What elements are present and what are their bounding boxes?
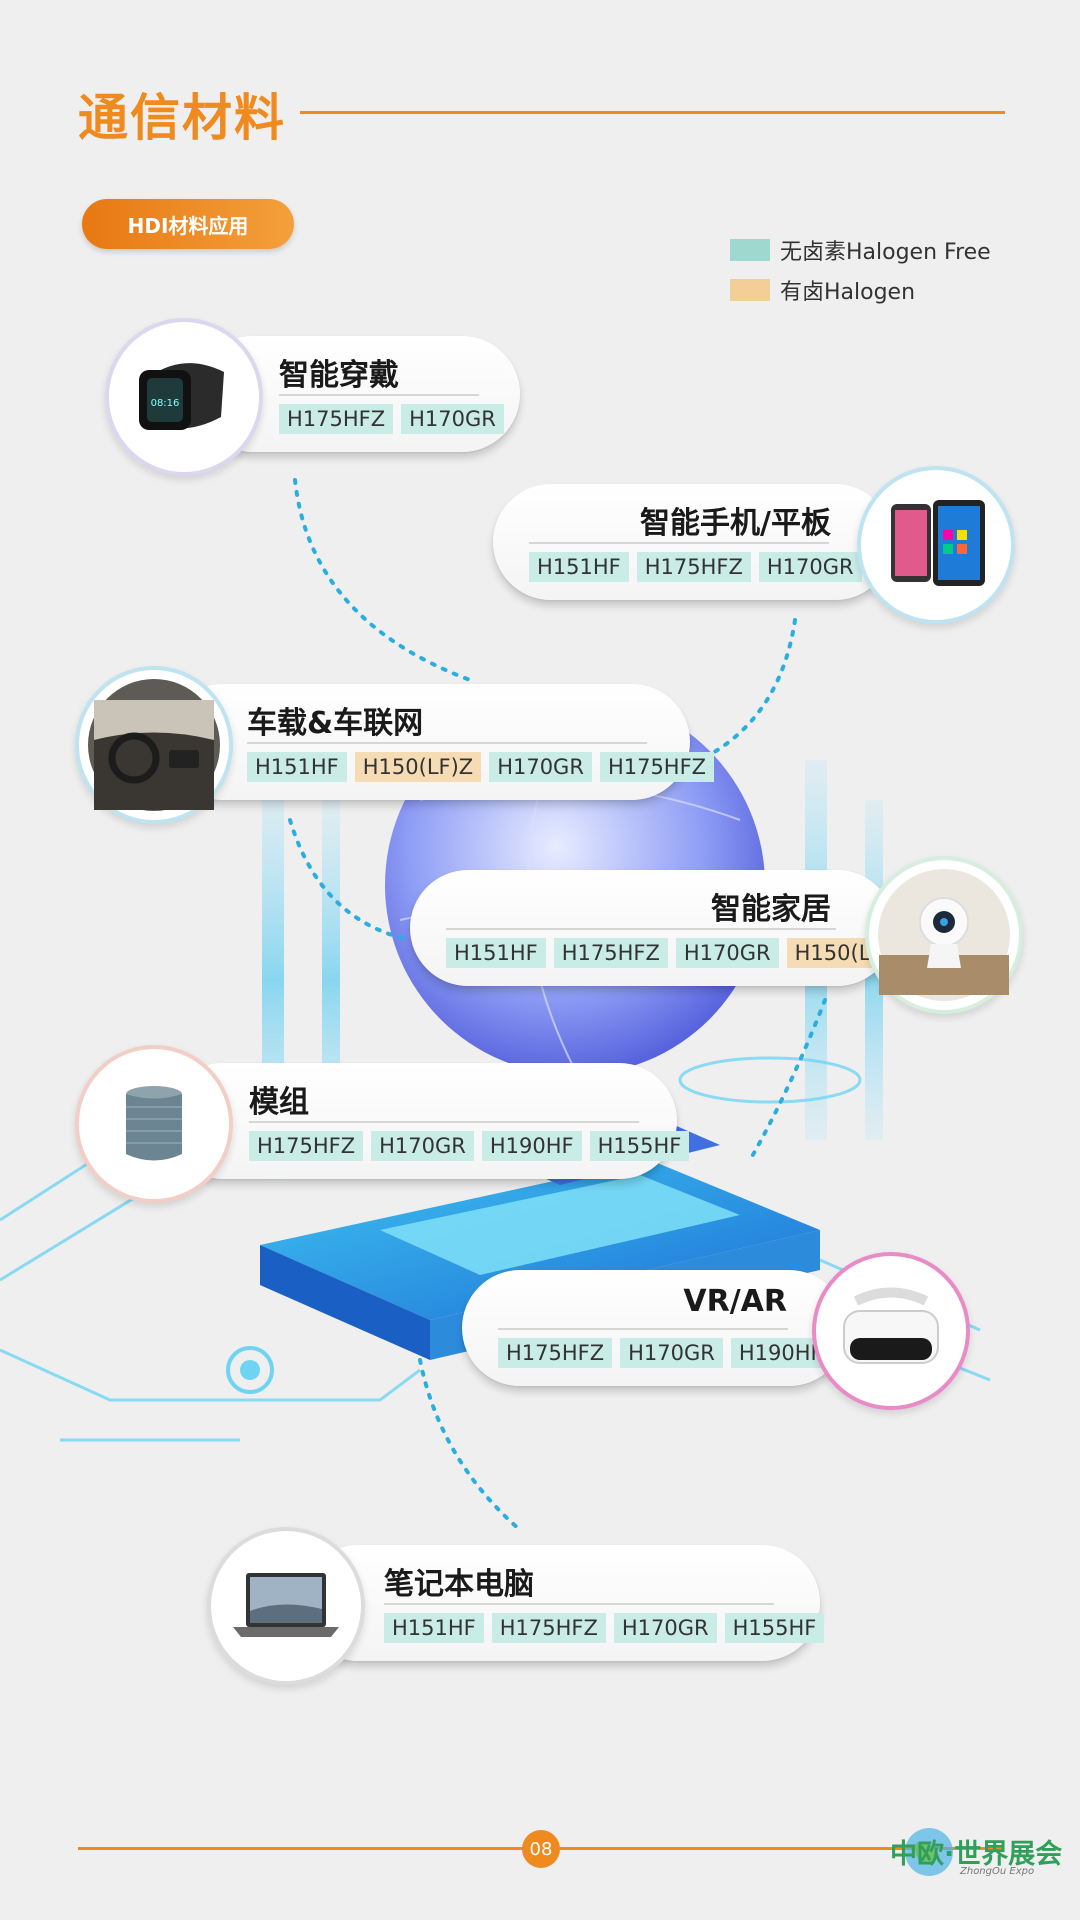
material-tag: H175HFZ [553,938,668,968]
material-tag: H175HFZ [599,752,715,782]
app-name: 智能穿戴 [279,358,399,393]
legend-swatch-halogen-free [730,239,770,261]
legend-item-halogen-free: 无卤素Halogen Free [730,230,991,270]
section-pill: HDI材料应用 [82,199,294,249]
tag-list: H175HFZ H170GR H190HF H155HF [249,1131,690,1161]
card-divider [446,928,836,930]
tag-list: H175HFZ H170GR H190HF [498,1338,831,1368]
material-tag: H175HFZ [636,552,751,582]
app-name: 智能家居 [711,892,831,927]
car-dashboard-icon [75,666,233,824]
vr-headset-icon [812,1252,970,1410]
tag-list: H151HF H175HFZ H170GR [529,552,862,582]
app-card-vr-ar: VR/AR H175HFZ H170GR H190HF [462,1270,847,1386]
tag-list: H151HF H150(LF)Z H170GR H175HFZ [247,752,715,782]
smartwatch-icon: 08:16 [105,318,263,476]
material-tag: H150(LF)Z [354,752,482,782]
tag-list: H151HF H175HFZ H170GR H150(LF) [446,938,899,968]
card-divider [279,394,479,396]
app-name: 车载&车联网 [247,706,424,741]
material-tag: H170GR [675,938,779,968]
page-title: 通信材料 [78,89,286,147]
expo-logo-text: 中欧·世界展会 [890,1839,1063,1870]
material-tag: H151HF [384,1613,484,1643]
module-speaker-icon [75,1045,233,1203]
legend-swatch-halogen [730,279,770,301]
app-card-automotive: 车载&车联网 H151HF H150(LF)Z H170GR H175HFZ [165,684,715,800]
material-tag: H175HFZ [498,1338,613,1368]
material-tag: H175HFZ [491,1613,606,1643]
tag-list: H151HF H175HFZ H170GR H155HF [384,1613,825,1643]
home-camera-icon [865,856,1023,1014]
app-name: 智能手机/平板 [640,506,831,541]
app-card-smartphone-tablet: 智能手机/平板 H151HF H175HFZ H170GR [493,484,893,600]
laptop-icon [207,1527,365,1685]
app-name: 笔记本电脑 [384,1567,534,1602]
material-tag: H175HFZ [249,1131,364,1161]
card-divider [247,742,647,744]
material-tag: H190HF [730,1338,831,1368]
material-tag: H155HF [589,1131,690,1161]
material-tag: H170GR [758,552,862,582]
title-divider [300,111,1005,114]
svg-text:08:16: 08:16 [151,398,180,409]
material-tag: H170GR [620,1338,723,1368]
material-tag: H151HF [247,752,347,782]
material-tag: H170GR [371,1131,474,1161]
page-number: 08 [522,1830,560,1868]
material-tag: H170GR [401,404,504,434]
expo-logo-subtext: ZhongOu Expo [960,1866,1035,1877]
card-divider [384,1603,774,1605]
legend-item-halogen: 有卤Halogen [730,270,991,310]
phone-tablet-icon [857,466,1015,624]
card-divider [249,1121,639,1123]
material-tag: H175HFZ [279,404,394,434]
material-tag: H190HF [481,1131,582,1161]
app-card-smart-home: 智能家居 H151HF H175HFZ H170GR H150(LF) [410,870,899,986]
card-divider [498,1328,788,1330]
app-name: VR/AR [683,1284,787,1319]
material-tag: H151HF [446,938,546,968]
app-card-module: 模组 H175HFZ H170GR H190HF H155HF [165,1063,690,1179]
card-divider [529,542,829,544]
tag-list: H175HFZ H170GR [279,404,504,434]
material-tag: H170GR [613,1613,717,1643]
app-card-laptop: 笔记本电脑 H151HF H175HFZ H170GR H155HF [300,1545,825,1661]
globe-logo-icon [905,1828,953,1876]
legend-label: 有卤Halogen [780,280,916,305]
legend-label: 无卤素Halogen Free [780,240,991,265]
legend: 无卤素Halogen Free 有卤Halogen [730,230,991,310]
material-tag: H155HF [724,1613,825,1643]
material-tag: H151HF [529,552,629,582]
app-name: 模组 [249,1085,309,1120]
material-tag: H170GR [489,752,592,782]
